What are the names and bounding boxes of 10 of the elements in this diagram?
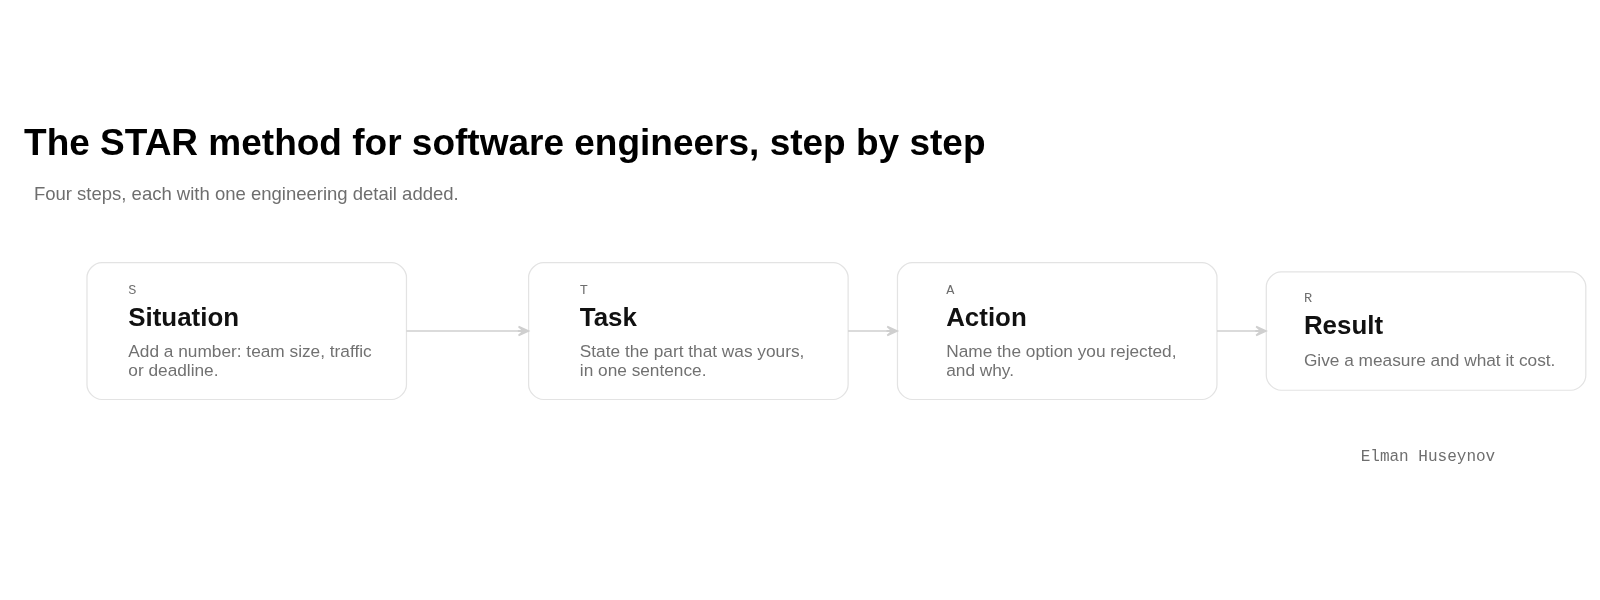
node-box: R Result Give a measure and what it cost. <box>1265 270 1587 391</box>
arrow <box>1216 325 1267 336</box>
node-box: A Action Name the option you rejected, and why. <box>896 261 1218 400</box>
node-box: T Task State the part that was yours, in one sentence. <box>528 261 849 400</box>
label: Four steps, each with one engineering detail added. <box>33 182 459 204</box>
diagram-title: The STAR method for software engineers, step by step <box>24 121 986 163</box>
label: Elman Huseynov <box>1360 447 1496 466</box>
arrow <box>405 325 530 336</box>
node-box: S Situation Add a number: team size, traffic or deadline. <box>86 261 408 400</box>
arrow <box>847 325 898 336</box>
